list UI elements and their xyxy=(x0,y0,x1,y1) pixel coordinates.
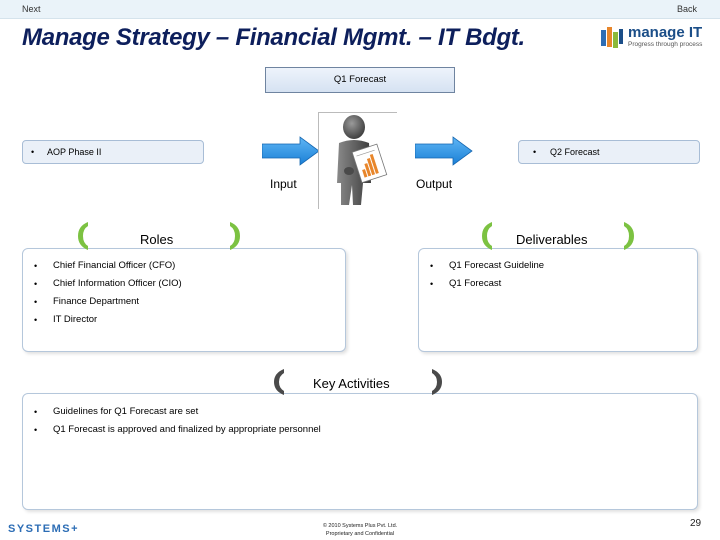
list-item: Finance Department xyxy=(31,293,182,311)
copyright-line: Proprietary and Confidential xyxy=(325,531,395,537)
figure-frame xyxy=(318,112,397,209)
input-label: Input xyxy=(270,177,297,191)
arrow-right-icon xyxy=(262,136,320,166)
list-item: Chief Information Officer (CIO) xyxy=(31,275,182,293)
input-bar: • AOP Phase II xyxy=(22,140,204,164)
logo-wordmark: manage IT xyxy=(628,24,703,41)
arrow-right-icon xyxy=(415,136,473,166)
bracket-left-icon xyxy=(274,369,284,395)
input-bar-text: AOP Phase II xyxy=(47,147,102,157)
logo-icon xyxy=(601,27,623,48)
page-number: 29 xyxy=(690,518,702,529)
key-activities-list: Guidelines for Q1 Forecast are set Q1 Fo… xyxy=(31,403,321,439)
list-item: Chief Financial Officer (CFO) xyxy=(31,257,182,275)
bracket-left-icon xyxy=(482,222,492,250)
person-with-chart-icon xyxy=(337,115,388,205)
key-activities-title: Key Activities xyxy=(313,376,390,391)
deliverables-panel: Q1 Forecast Guideline Q1 Forecast xyxy=(418,248,698,352)
roles-panel: Chief Financial Officer (CFO) Chief Info… xyxy=(22,248,346,352)
deliverables-list: Q1 Forecast Guideline Q1 Forecast xyxy=(427,257,544,293)
bullet-icon: • xyxy=(533,147,537,157)
list-item: Guidelines for Q1 Forecast are set xyxy=(31,403,321,421)
roles-list: Chief Financial Officer (CFO) Chief Info… xyxy=(31,257,182,329)
output-bar: • Q2 Forecast xyxy=(518,140,700,164)
output-label: Output xyxy=(416,177,453,191)
list-item: IT Director xyxy=(31,311,182,329)
copyright-line: © 2010 Systems Plus Pvt. Ltd. xyxy=(322,523,398,529)
roles-title: Roles xyxy=(140,232,174,247)
list-item: Q1 Forecast Guideline xyxy=(427,257,544,275)
q1-forecast-box: Q1 Forecast xyxy=(265,67,455,93)
bullet-icon: • xyxy=(31,147,35,157)
top-nav-bar xyxy=(0,0,720,19)
key-activities-panel: Guidelines for Q1 Forecast are set Q1 Fo… xyxy=(22,393,698,510)
systems-plus-logo: SYSTEMS+ xyxy=(8,523,79,535)
logo-tagline: Progress through process xyxy=(628,41,703,48)
list-item: Q1 Forecast xyxy=(427,275,544,293)
next-link[interactable]: Next xyxy=(22,4,41,14)
output-bar-text: Q2 Forecast xyxy=(550,147,600,157)
list-item: Q1 Forecast is approved and finalized by… xyxy=(31,421,321,439)
bracket-right-icon xyxy=(624,222,634,250)
bracket-left-icon xyxy=(78,222,88,250)
page-title: Manage Strategy – Financial Mgmt. – IT B… xyxy=(22,24,525,51)
bracket-right-icon xyxy=(230,222,240,250)
bracket-right-icon xyxy=(432,369,442,395)
manage-it-logo: manage IT Progress through process xyxy=(598,24,708,52)
deliverables-title: Deliverables xyxy=(516,232,588,247)
back-link[interactable]: Back xyxy=(677,4,698,14)
copyright-notice: © 2010 Systems Plus Pvt. Ltd. Proprietar… xyxy=(300,522,420,538)
